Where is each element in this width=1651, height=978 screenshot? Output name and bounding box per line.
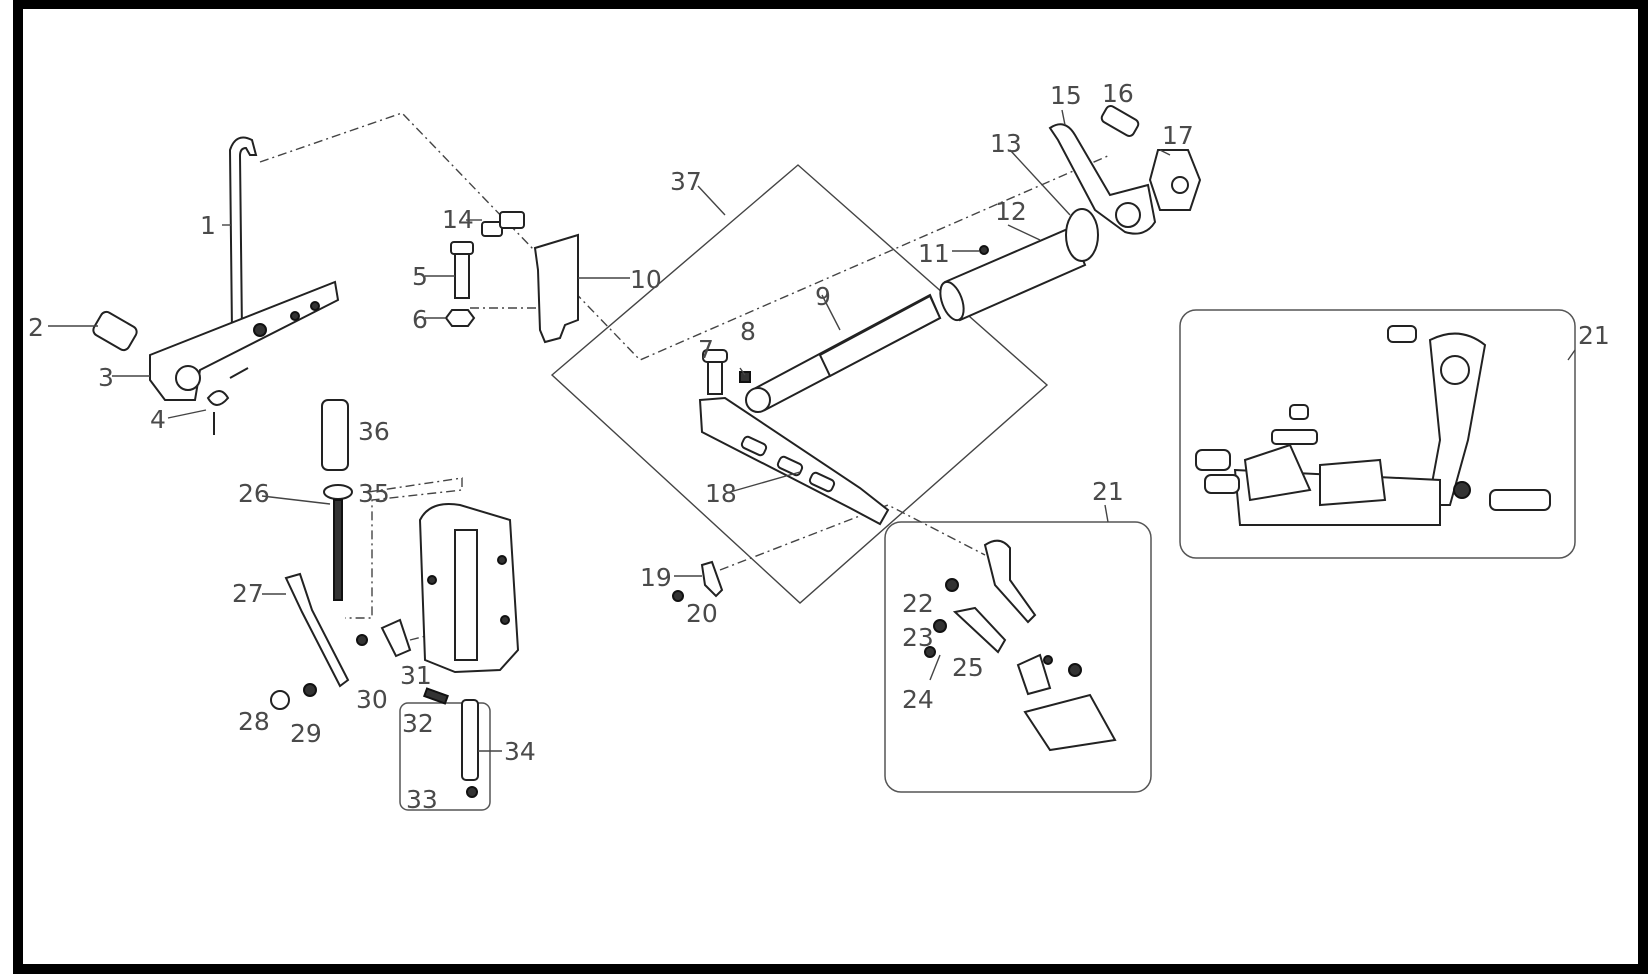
callout-33: 33 <box>406 785 438 814</box>
assembly-line-c <box>345 477 463 619</box>
part-11-set-screw <box>979 245 989 255</box>
part-20-screw <box>672 590 684 602</box>
part-36-sleeve <box>321 399 349 471</box>
part-19-clip <box>700 560 724 598</box>
part-28-screw <box>270 690 290 710</box>
part-33-screw <box>466 786 478 798</box>
callout-4: 4 <box>150 405 166 434</box>
assembly-line-a <box>259 112 1111 361</box>
callout-37: 37 <box>670 167 702 196</box>
callout-5: 5 <box>412 262 428 291</box>
callout-22: 22 <box>902 589 934 618</box>
callout-14: 14 <box>442 205 474 234</box>
part-13-ring <box>1065 208 1099 262</box>
inset-right-pin <box>1387 325 1417 343</box>
callout-31: 31 <box>400 661 432 690</box>
part-4-spring <box>206 367 249 435</box>
callout-6: 6 <box>412 305 428 334</box>
callout-17: 17 <box>1162 121 1194 150</box>
callout-21-right: 21 <box>1578 321 1610 350</box>
part-14-screw-b <box>499 211 525 229</box>
callout-12: 12 <box>995 197 1027 226</box>
callout-19: 19 <box>640 563 672 592</box>
callout-13: 13 <box>990 129 1022 158</box>
callout-15: 15 <box>1050 81 1082 110</box>
part-3-hole <box>175 365 201 391</box>
callout-3: 3 <box>98 363 114 392</box>
callout-28: 28 <box>238 707 270 736</box>
part-1-rod <box>228 136 258 333</box>
part-31-plate <box>380 618 412 658</box>
callout-29: 29 <box>290 719 322 748</box>
callout-25: 25 <box>952 653 984 682</box>
part-32-pin <box>423 687 449 705</box>
part-30-screw <box>356 634 368 646</box>
callout-24: 24 <box>902 685 934 714</box>
callout-23: 23 <box>902 623 934 652</box>
assembly-line-d <box>719 504 986 571</box>
callout-35: 35 <box>358 479 390 508</box>
callout-36: 36 <box>358 417 390 446</box>
inset-box-21-lower <box>884 521 1152 793</box>
inset-lower-arm <box>983 539 1037 624</box>
callout-27: 27 <box>232 579 264 608</box>
part-2-bushing <box>92 310 138 352</box>
callout-20: 20 <box>686 599 718 628</box>
callout-21-lower: 21 <box>1092 477 1124 506</box>
callout-2: 2 <box>28 313 44 342</box>
part-14-screw-a <box>481 221 503 237</box>
inset-lower-block <box>1016 653 1052 696</box>
callout-26: 26 <box>238 479 270 508</box>
part-10-bracket <box>533 233 579 344</box>
callout-7: 7 <box>698 335 714 364</box>
callout-8: 8 <box>740 317 756 346</box>
plate-slide <box>454 529 478 661</box>
callout-34: 34 <box>504 737 536 766</box>
part-37-outline <box>550 164 1049 604</box>
callout-1: 1 <box>200 211 216 240</box>
inset-lower-spring-plate <box>952 606 1007 654</box>
callout-18: 18 <box>705 479 737 508</box>
inset-box-21-right <box>1179 309 1576 559</box>
callout-32: 32 <box>402 709 434 738</box>
inset-lower-foot <box>1023 693 1117 752</box>
part-29-spring <box>303 683 317 697</box>
callout-9: 9 <box>815 282 831 311</box>
callout-16: 16 <box>1102 79 1134 108</box>
part-26-bolt <box>333 499 343 601</box>
part-34-shaft <box>461 699 479 781</box>
part-27-lever <box>284 572 350 688</box>
drawing-frame <box>13 0 1648 974</box>
inset-right-shaft <box>1489 489 1551 511</box>
part-8-screw <box>739 371 751 383</box>
callout-10: 10 <box>630 265 662 294</box>
callout-30: 30 <box>356 685 388 714</box>
part-16-pin <box>1100 105 1140 137</box>
callout-11: 11 <box>918 239 950 268</box>
